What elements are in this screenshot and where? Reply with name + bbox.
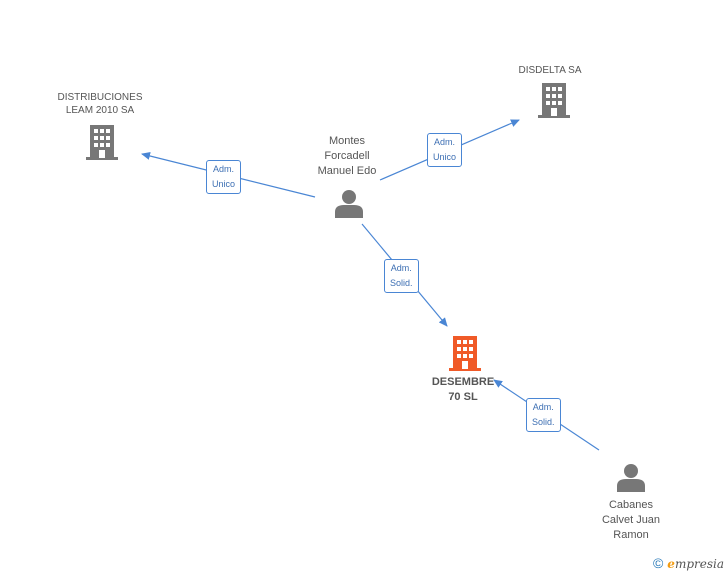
edge-label-montes-distribuciones: Adm. Unico <box>206 160 242 194</box>
copyright-icon: © <box>652 555 664 571</box>
node-label-distribuciones: DISTRIBUCIONES LEAM 2010 SA <box>57 92 143 116</box>
building-icon[interactable] <box>86 125 118 160</box>
edge-label-montes-desembre: Adm. Solid. <box>384 259 419 293</box>
person-icon[interactable] <box>334 189 364 218</box>
node-label-montes: Montes Forcadell Manuel Edo <box>317 135 377 177</box>
person-icon[interactable] <box>616 463 646 492</box>
building-icon[interactable] <box>538 83 570 118</box>
building-icon-focus[interactable] <box>449 336 481 371</box>
brand-logo: empresia <box>667 557 724 571</box>
footer-brand: ©empresia <box>653 555 724 571</box>
node-label-disdelta: DISDELTA SA <box>518 65 582 76</box>
node-label-desembre: DESEMBRE 70 SL <box>431 376 495 403</box>
edge-label-cabanes-desembre: Adm. Solid. <box>526 398 561 432</box>
edge-label-montes-disdelta: Adm. Unico <box>427 133 463 167</box>
node-label-cabanes: Cabanes Calvet Juan Ramon <box>601 499 661 541</box>
